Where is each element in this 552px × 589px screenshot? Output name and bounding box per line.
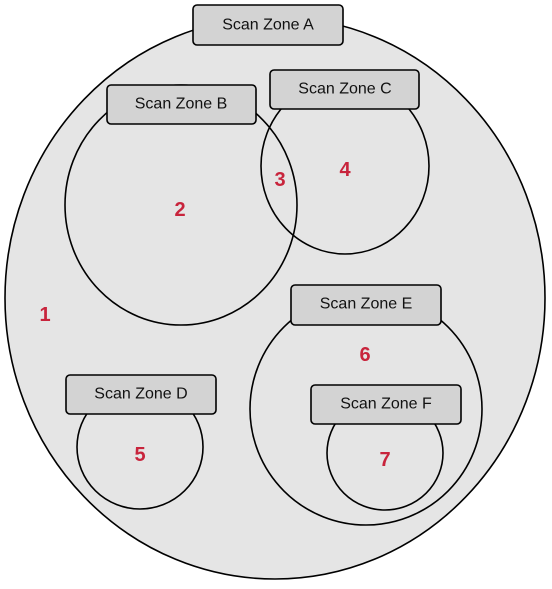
zone-c-label: Scan Zone C (269, 69, 420, 110)
zone-c-label-text: Scan Zone C (298, 81, 391, 98)
zone-b-label-box (106, 84, 257, 125)
zone-f-label-text: Scan Zone F (340, 396, 432, 413)
region-number-1: 1 (39, 304, 50, 326)
zone-e-label-box (290, 284, 442, 326)
region-number-7: 7 (379, 449, 390, 471)
zone-d-label-box (65, 374, 217, 415)
region-number-3: 3 (274, 169, 285, 191)
zone-b-label: Scan Zone B (106, 84, 257, 125)
zone-d-label: Scan Zone D (65, 374, 217, 415)
zone-f-label: Scan Zone F (310, 384, 462, 425)
zone-a-label-box (192, 4, 344, 46)
zone-f-label-box (310, 384, 462, 425)
zone-a-label-text: Scan Zone A (222, 17, 314, 34)
region-number-6: 6 (359, 344, 370, 366)
region-number-2: 2 (174, 199, 185, 221)
zone-a-label: Scan Zone A (192, 4, 344, 46)
region-number-4: 4 (339, 159, 351, 181)
zone-b-label-text: Scan Zone B (135, 96, 228, 113)
region-number-5: 5 (134, 444, 145, 466)
zone-d-label-text: Scan Zone D (94, 386, 187, 403)
zone-e-label: Scan Zone E (290, 284, 442, 326)
zone-c-label-box (269, 69, 420, 110)
zone-e-label-text: Scan Zone E (320, 296, 413, 313)
